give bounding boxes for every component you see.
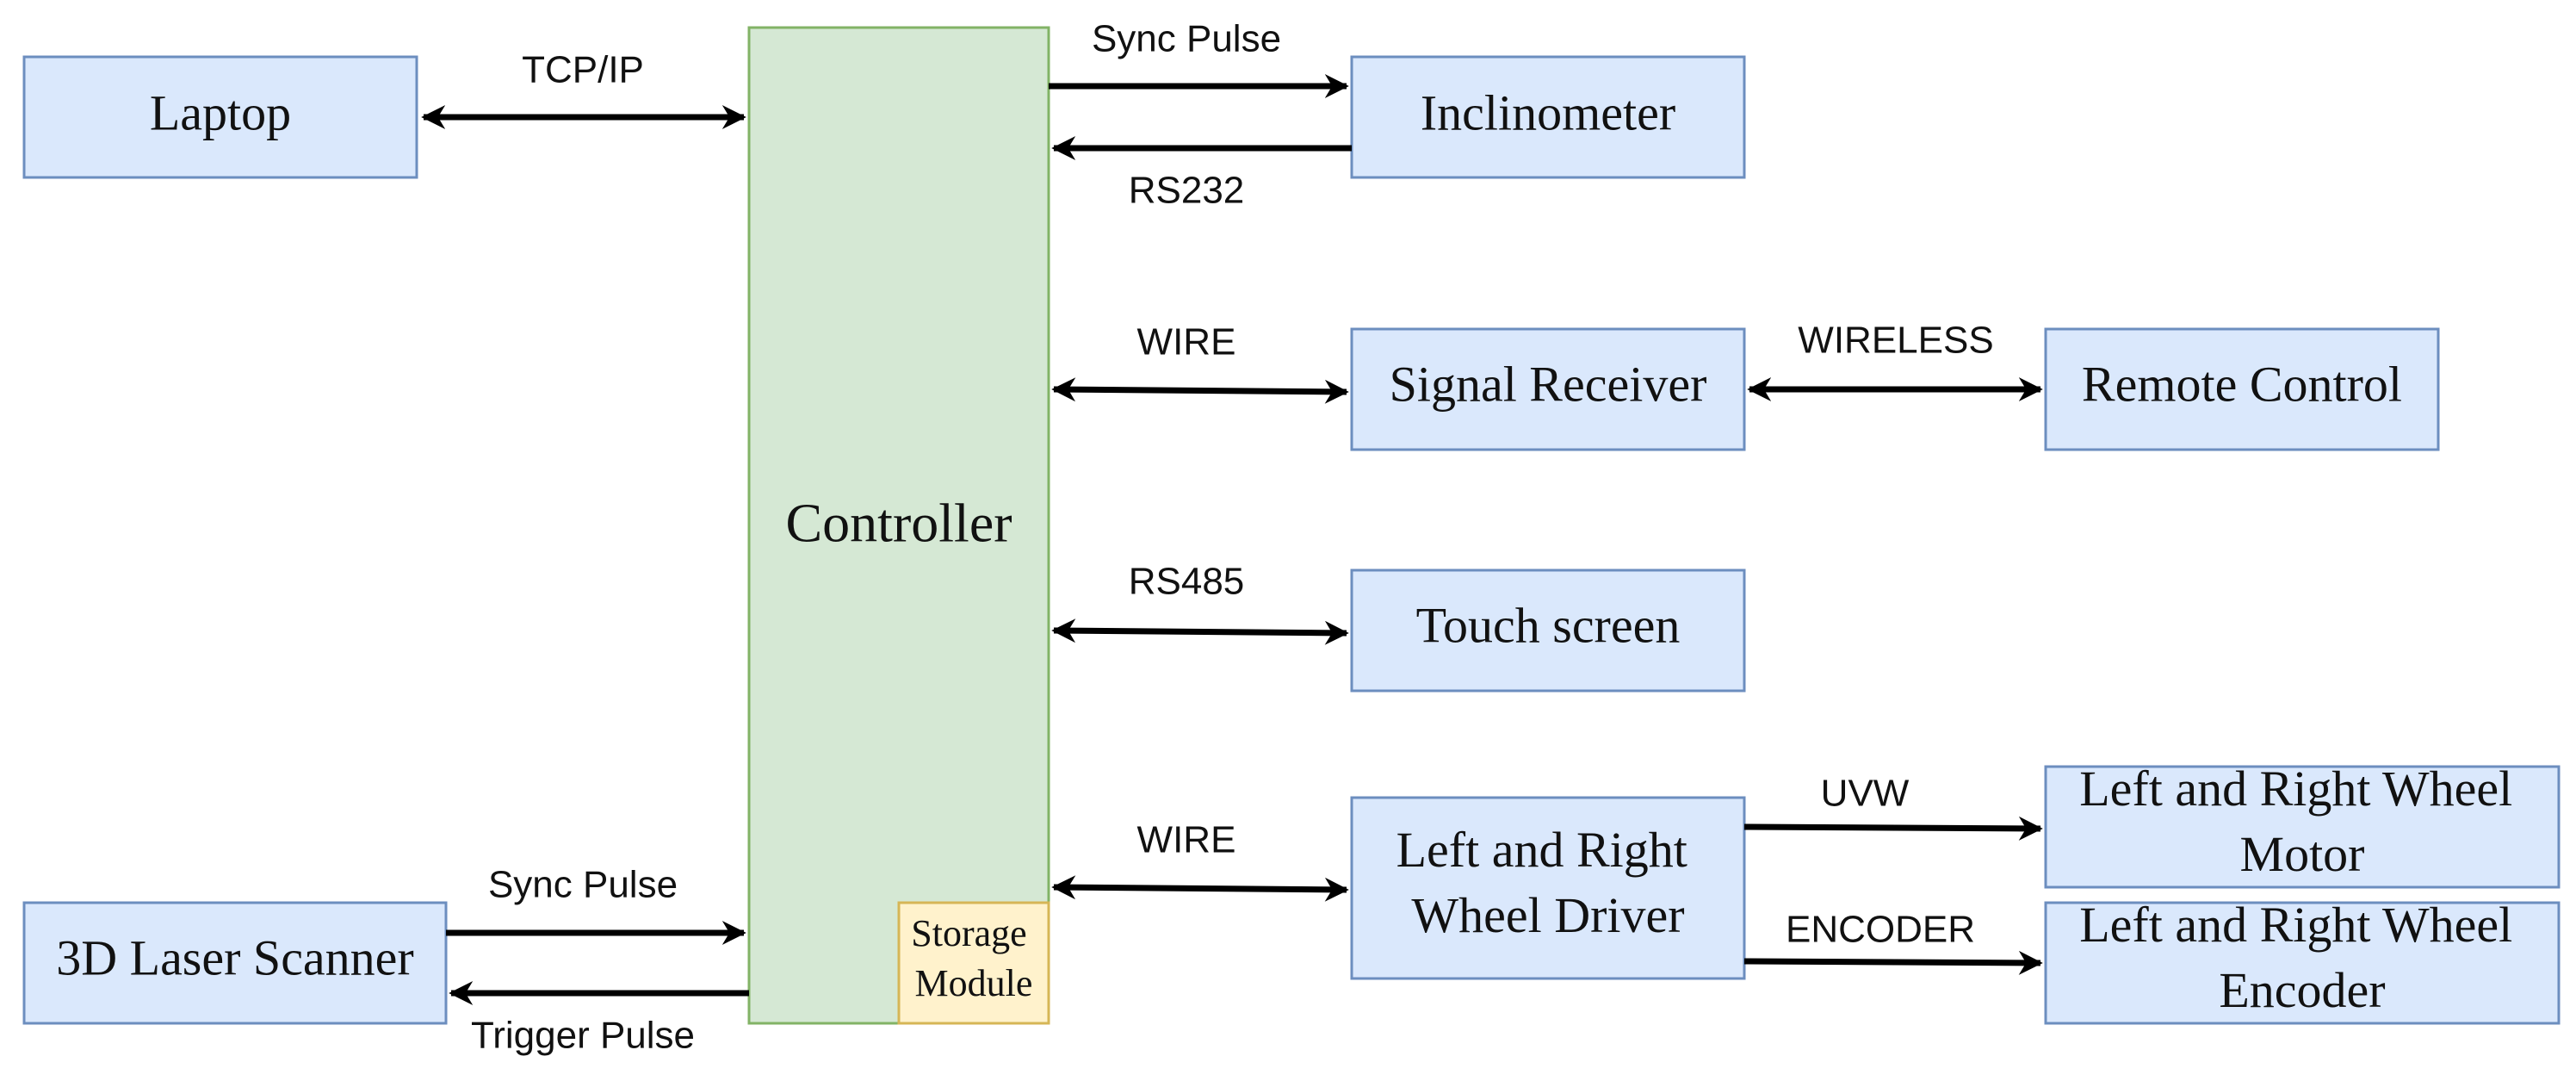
edge-label-encoder: ENCODER bbox=[1786, 909, 1975, 951]
edge-label-tcp-ip: TCP/IP bbox=[522, 49, 644, 91]
wheel-driver-box bbox=[1350, 796, 1746, 980]
edge-label-rs485: RS485 bbox=[1129, 561, 1245, 603]
wheel-motor-label-line-2: Motor bbox=[2240, 826, 2365, 882]
laser-scanner-box bbox=[22, 901, 448, 1025]
remote-control-label: Remote Control bbox=[2082, 356, 2402, 412]
wheel-driver-label-line-1: Left and Right bbox=[1396, 822, 1687, 878]
signal-receiver-label: Signal Receiver bbox=[1390, 356, 1707, 412]
wheel-encoder-label: Left and Right Wheel Encoder bbox=[2079, 897, 2525, 1018]
wheel-motor-box bbox=[2044, 765, 2561, 889]
edge-label-wireless: WIRELESS bbox=[1798, 320, 1993, 362]
wheel-encoder-label-line-2: Encoder bbox=[2219, 962, 2385, 1018]
edge-label-uvw: UVW bbox=[1821, 773, 1910, 815]
storage-module-label-line-1: Storage bbox=[911, 912, 1026, 954]
inclinometer-box bbox=[1350, 55, 1746, 179]
controller-label: Controller bbox=[785, 493, 1012, 554]
wheel-encoder-box bbox=[2044, 901, 2561, 1025]
edge-driver-motor bbox=[1743, 816, 2043, 841]
controller-box bbox=[747, 26, 1050, 1025]
inclinometer-label: Inclinometer bbox=[1421, 84, 1675, 140]
storage-module-box bbox=[897, 901, 1050, 1025]
edge-label-wire-bottom: WIRE bbox=[1137, 819, 1236, 861]
edge-controller-wheel-driver bbox=[1051, 875, 1349, 902]
edge-label-wire-top: WIRE bbox=[1137, 321, 1236, 363]
edge-label-sync-pulse-bottom: Sync Pulse bbox=[488, 864, 678, 906]
edge-label-rs232: RS232 bbox=[1129, 170, 1245, 212]
remote-control-box bbox=[2044, 327, 2440, 451]
laser-scanner-label: 3D Laser Scanner bbox=[56, 929, 414, 985]
touch-screen-box bbox=[1350, 568, 1746, 693]
touch-screen-label: Touch screen bbox=[1416, 597, 1681, 653]
edge-label-sync-pulse-top: Sync Pulse bbox=[1092, 18, 1281, 60]
wheel-motor-label: Left and Right Wheel Motor bbox=[2079, 761, 2525, 882]
edge-controller-touch-screen bbox=[1051, 618, 1349, 645]
laptop-label: Laptop bbox=[150, 84, 291, 140]
edge-controller-signal-receiver bbox=[1051, 377, 1349, 404]
edge-driver-encoder bbox=[1743, 950, 2043, 975]
wheel-motor-label-line-1: Left and Right Wheel bbox=[2079, 761, 2512, 817]
storage-module-label: Storage Module bbox=[911, 912, 1036, 1004]
wheel-driver-label-line-2: Wheel Driver bbox=[1411, 887, 1684, 943]
storage-module-label-line-2: Module bbox=[915, 962, 1033, 1004]
laptop-box bbox=[22, 55, 418, 179]
wheel-driver-label: Left and Right Wheel Driver bbox=[1396, 822, 1700, 943]
wheel-encoder-label-line-1: Left and Right Wheel bbox=[2079, 897, 2512, 953]
signal-receiver-box bbox=[1350, 327, 1746, 451]
edge-label-trigger-pulse: Trigger Pulse bbox=[471, 1015, 695, 1057]
